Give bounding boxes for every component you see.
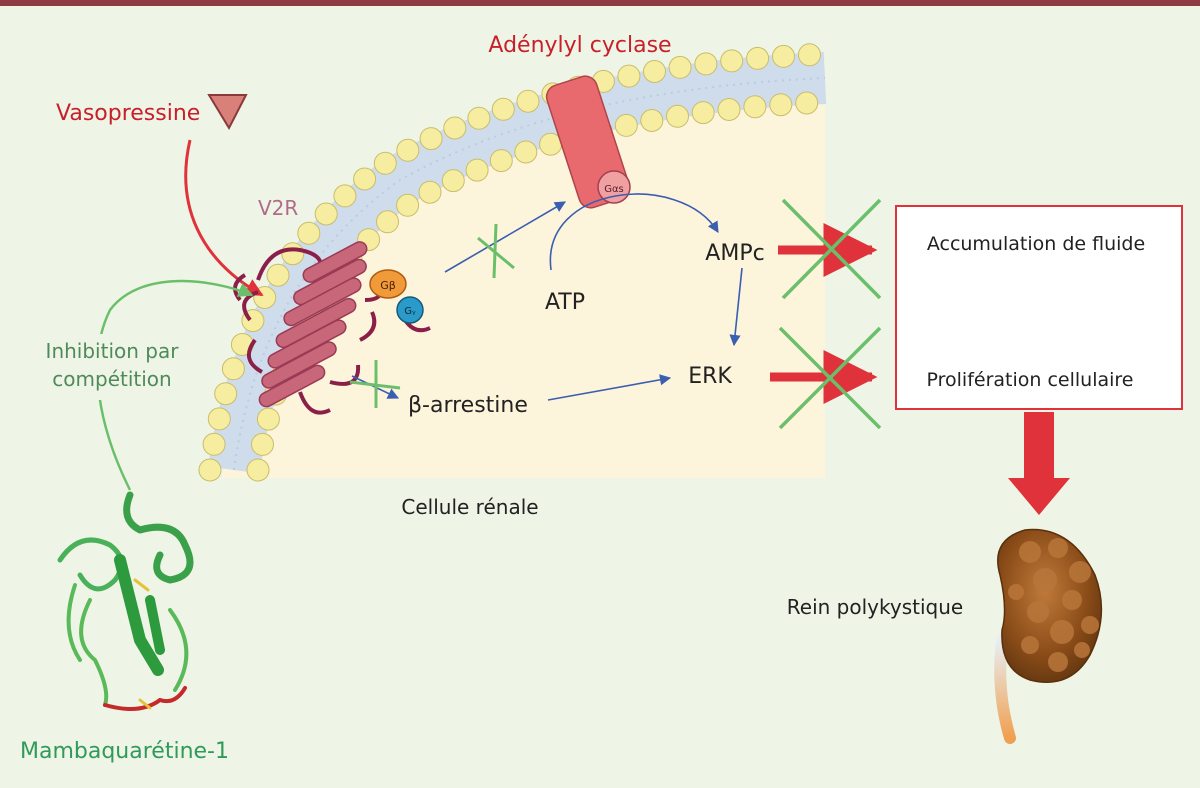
- cell-cytoplasm: [222, 60, 825, 478]
- block-cross-icon: [349, 360, 401, 408]
- arrow-arrestin-to-erk: [547, 374, 672, 401]
- g-gamma-subunit: Gᵧ: [396, 296, 424, 324]
- lipid-head: [314, 202, 338, 226]
- inhibition-label-line2: compétition: [52, 367, 171, 391]
- lipid-head: [798, 43, 821, 67]
- inhibition-arrow: [96, 279, 254, 491]
- lipid-head: [418, 180, 442, 204]
- lipid-head: [516, 89, 540, 113]
- lipid-head: [396, 193, 420, 217]
- lipid-head: [691, 101, 715, 125]
- inhibition-label-line1: Inhibition par: [46, 339, 180, 363]
- lipid-head: [769, 93, 793, 117]
- lipid-head: [376, 210, 399, 234]
- protein-ribbon-icon: [57, 491, 194, 711]
- lipid-head: [221, 357, 245, 381]
- lipid-head: [396, 138, 420, 162]
- mambaquaretine-label: Mambaquarétine-1: [20, 739, 229, 764]
- lipid-head: [467, 106, 491, 130]
- lipid-head: [443, 116, 467, 140]
- lipid-head: [297, 221, 321, 245]
- lipid-head: [743, 95, 767, 119]
- ampc-label: AMPc: [705, 241, 764, 266]
- g-beta-subunit: Gβ: [369, 269, 407, 299]
- lipid-head: [746, 46, 770, 70]
- block-cross-icon: [778, 326, 882, 430]
- lipid-head: [246, 458, 270, 482]
- inhibition-label-bg: [28, 334, 198, 400]
- lipid-head: [266, 263, 290, 287]
- lipid-head: [207, 407, 231, 431]
- lipid-head: [419, 127, 443, 151]
- lipid-head: [333, 184, 357, 208]
- lipid-head: [253, 286, 277, 309]
- lipid-head: [614, 113, 638, 137]
- lipid-head: [441, 169, 465, 193]
- lipid-head: [720, 49, 744, 73]
- atp-label: ATP: [545, 290, 585, 315]
- lipid-head: [373, 151, 397, 175]
- rein-label: Rein polykystique: [787, 595, 963, 619]
- g-beta-label: Gβ: [380, 279, 396, 292]
- beta-arrestine-label: β-arrestine: [408, 393, 528, 418]
- lipid-head: [256, 407, 280, 431]
- adenylyl-cyclase-label: Adénylyl cyclase: [488, 33, 671, 58]
- block-cross-icon: [477, 223, 515, 279]
- block-cross-icon: [781, 198, 882, 300]
- accumulation-label: Accumulation de fluide: [927, 233, 1145, 255]
- lipid-head: [717, 98, 741, 121]
- vasopressine-triangle-icon: [207, 94, 248, 131]
- lipid-head: [489, 149, 513, 173]
- lipid-head: [694, 52, 718, 76]
- arrow-atp-to-ampc: [549, 193, 719, 271]
- arrow-ampc-to-erk: [729, 267, 743, 347]
- lipid-head: [465, 158, 489, 182]
- kidney-icon: [994, 528, 1103, 744]
- arrow-to-kidney: [1008, 412, 1070, 515]
- vasopressine-label: Vasopressine: [56, 101, 200, 126]
- top-frame-bar: [0, 0, 1200, 6]
- lipid-head: [643, 60, 666, 83]
- lipid-head: [214, 382, 238, 406]
- lipid-head: [668, 55, 692, 79]
- arrow-gs-to-ac: [444, 201, 566, 273]
- lipid-head: [514, 140, 538, 164]
- erk-label: ERK: [688, 364, 732, 389]
- lipid-head: [202, 432, 226, 456]
- outcomes-box: [895, 205, 1183, 410]
- g-gamma-label: Gᵧ: [404, 306, 416, 317]
- v2r-receptor: [233, 241, 431, 415]
- vasopressine-arrow: [184, 139, 264, 297]
- lipid-head: [353, 167, 377, 191]
- lipid-head: [198, 458, 222, 482]
- lipid-head: [666, 104, 689, 128]
- cellule-renale-label: Cellule rénale: [401, 495, 538, 519]
- lipid-head: [491, 97, 515, 121]
- lipid-head: [772, 44, 795, 68]
- proliferation-label: Prolifération cellulaire: [927, 369, 1134, 391]
- lipid-head: [617, 64, 641, 88]
- lipid-head: [640, 109, 664, 132]
- v2r-label: V2R: [258, 196, 298, 220]
- lipid-head: [795, 91, 819, 115]
- lipid-head: [251, 432, 274, 456]
- lipid-head: [281, 242, 305, 266]
- g-alpha-s-label: Gαs: [604, 184, 624, 195]
